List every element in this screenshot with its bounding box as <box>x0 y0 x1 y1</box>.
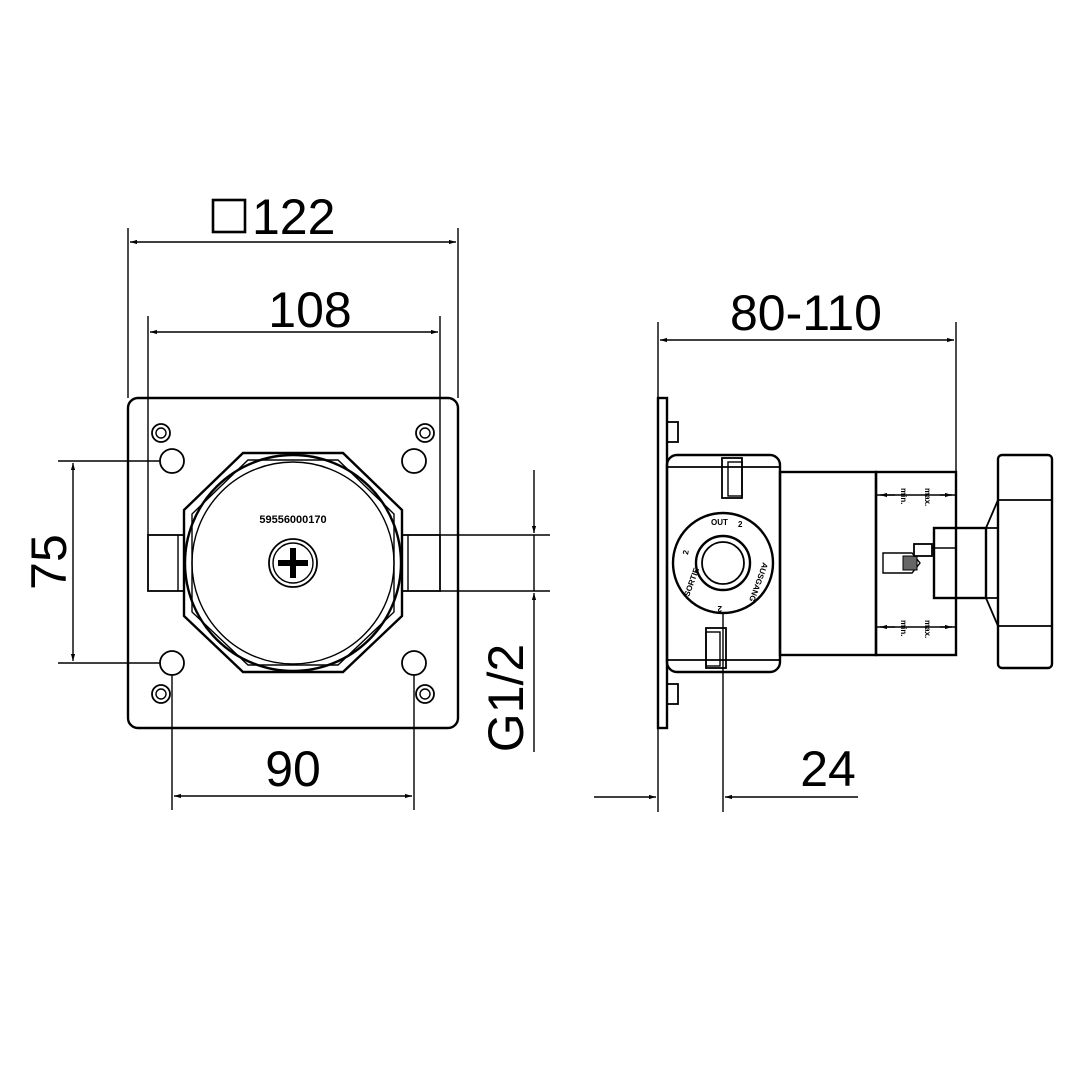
label-min-bottom: min. <box>899 620 908 636</box>
part-number: 59556000170 <box>259 514 326 526</box>
label-out: OUT <box>711 518 728 527</box>
screw-top-left <box>151 423 171 443</box>
body-outline <box>182 451 404 674</box>
screw-bottom-left <box>151 684 171 704</box>
front-view: 59556000170 <box>126 396 460 730</box>
label-min-top: min. <box>899 488 908 504</box>
dim-122: 122 <box>252 189 335 245</box>
dim-108: 108 <box>268 282 351 338</box>
label-sortie-num: 2 <box>681 549 691 555</box>
screw-bottom-right <box>415 684 435 704</box>
corner-screws <box>151 423 435 704</box>
center-screw-icon <box>268 538 318 588</box>
dim-90: 90 <box>265 741 321 797</box>
label-ausgang-num: 2 <box>717 604 722 613</box>
side-plate <box>656 396 669 730</box>
label-sortie: SORTIE <box>682 566 701 598</box>
side-cap <box>996 453 1054 670</box>
front-dimensions: 122 108 75 90 G1/2 <box>21 189 550 810</box>
label-out-num: 2 <box>738 520 743 529</box>
label-max-bottom: max. <box>923 620 932 638</box>
dim-24: 24 <box>800 741 856 797</box>
mounting-plate <box>126 396 460 730</box>
side-dimensions: 80-110 24 <box>594 285 957 812</box>
square-symbol-icon <box>211 198 247 234</box>
side-neck <box>778 470 878 657</box>
dim-80-110: 80-110 <box>730 285 882 341</box>
dim-75: 75 <box>21 534 77 590</box>
screw-top-right <box>415 423 435 443</box>
side-view: OUT 2 SORTIE 2 AUSGANG 2 min. max. min. … <box>656 396 1054 730</box>
label-max-top: max. <box>923 488 932 506</box>
body-cover <box>183 453 403 673</box>
dim-g12: G1/2 <box>478 644 534 752</box>
outlet-port: OUT 2 SORTIE 2 AUSGANG 2 <box>671 511 775 615</box>
side-sleeve <box>874 470 958 657</box>
